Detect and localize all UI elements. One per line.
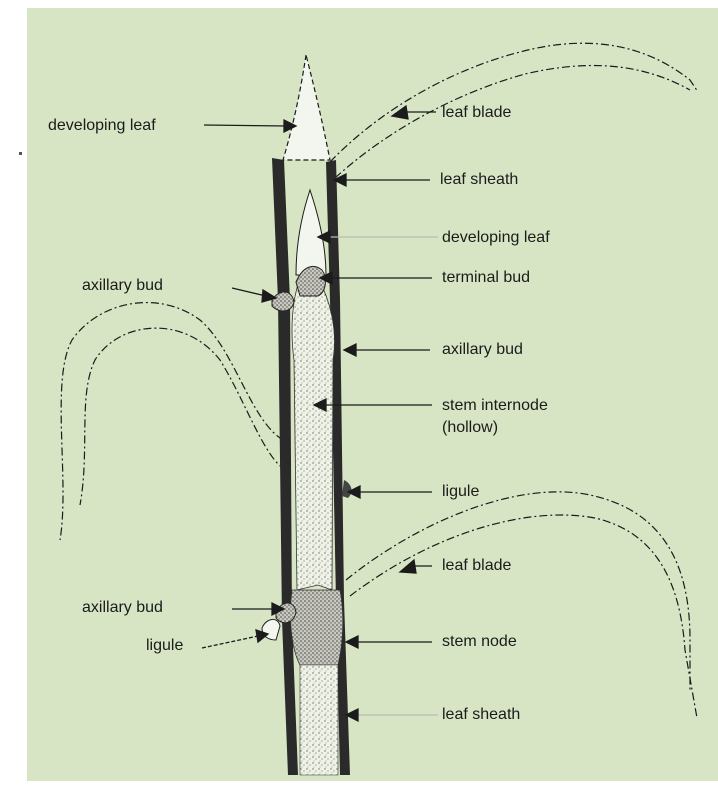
- label-axillary-bud-upper-left: axillary bud: [82, 276, 163, 295]
- label-leaf-sheath-top: leaf sheath: [440, 170, 518, 189]
- label-axillary-bud-lower-left: axillary bud: [82, 598, 163, 617]
- label-axillary-bud-right: axillary bud: [442, 340, 523, 359]
- label-stem-node: stem node: [442, 632, 517, 651]
- developing-leaf-tip: [283, 55, 330, 160]
- label-developing-leaf-right: developing leaf: [442, 228, 550, 247]
- label-stem-internode: stem internode: [442, 396, 548, 415]
- left-leaf-blade: [60, 303, 286, 540]
- label-ligule-left: ligule: [146, 636, 183, 655]
- label-leaf-blade-top: leaf blade: [442, 103, 511, 122]
- label-leaf-blade-lower: leaf blade: [442, 556, 511, 575]
- label-ligule-right: ligule: [442, 482, 479, 501]
- ligule-right: [342, 480, 351, 498]
- inner-developing-leaf: [296, 190, 326, 275]
- lower-leaf-blade: [346, 492, 697, 718]
- label-developing-leaf-left: developing leaf: [48, 116, 156, 135]
- axillary-bud-upper: [272, 292, 294, 311]
- upper-leaf-blade: [330, 43, 698, 178]
- label-leaf-sheath-bottom: leaf sheath: [442, 705, 520, 724]
- label-stem-internode-note: (hollow): [442, 418, 498, 437]
- label-terminal-bud: terminal bud: [442, 268, 530, 287]
